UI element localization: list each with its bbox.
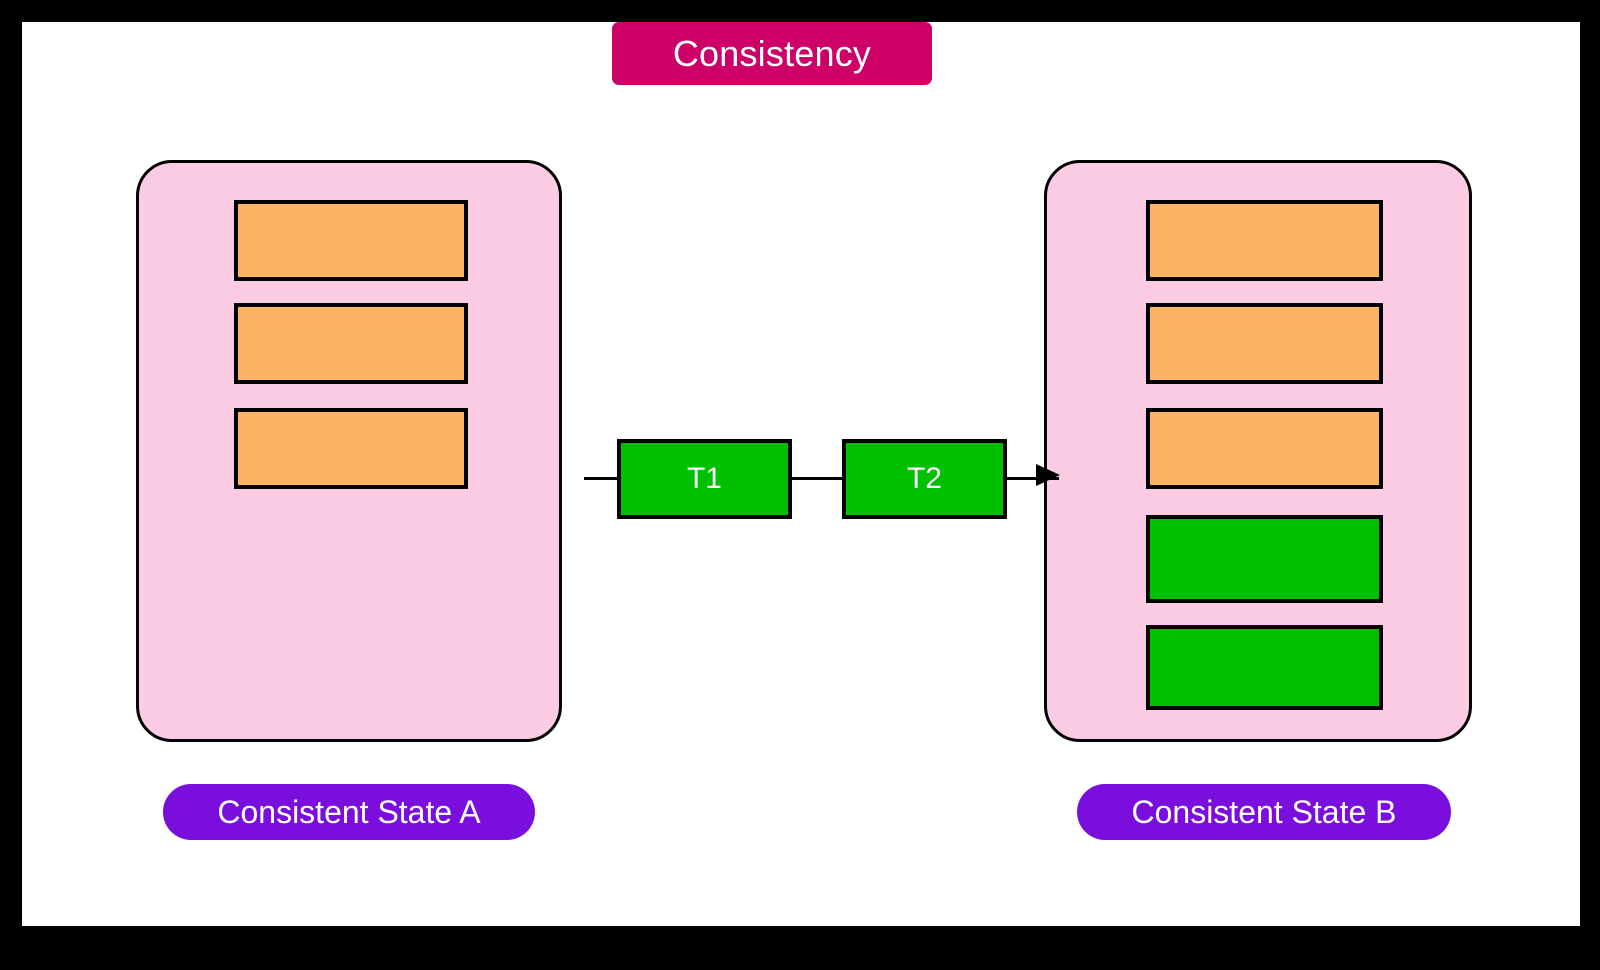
transaction-box-t1: T1 bbox=[617, 439, 792, 519]
state-label-b: Consistent State B bbox=[1077, 784, 1451, 840]
state-label-a: Consistent State A bbox=[163, 784, 535, 840]
connector-line-left bbox=[584, 477, 620, 480]
record-row bbox=[234, 303, 468, 384]
connector-line-middle bbox=[789, 477, 845, 480]
record-row bbox=[1146, 303, 1383, 384]
record-row bbox=[1146, 200, 1383, 281]
diagram-canvas: Consistency T1 T2 Consistent State A Con… bbox=[22, 22, 1580, 926]
record-row bbox=[234, 408, 468, 489]
arrow-right-icon bbox=[1036, 464, 1060, 486]
record-row-new bbox=[1146, 515, 1383, 603]
state-container-a bbox=[136, 160, 562, 742]
record-row-new bbox=[1146, 625, 1383, 710]
diagram-title-badge: Consistency bbox=[612, 22, 932, 85]
record-row bbox=[1146, 408, 1383, 489]
state-container-b bbox=[1044, 160, 1472, 742]
connector-line-right bbox=[1004, 477, 1059, 480]
record-row bbox=[234, 200, 468, 281]
transaction-box-t2: T2 bbox=[842, 439, 1007, 519]
